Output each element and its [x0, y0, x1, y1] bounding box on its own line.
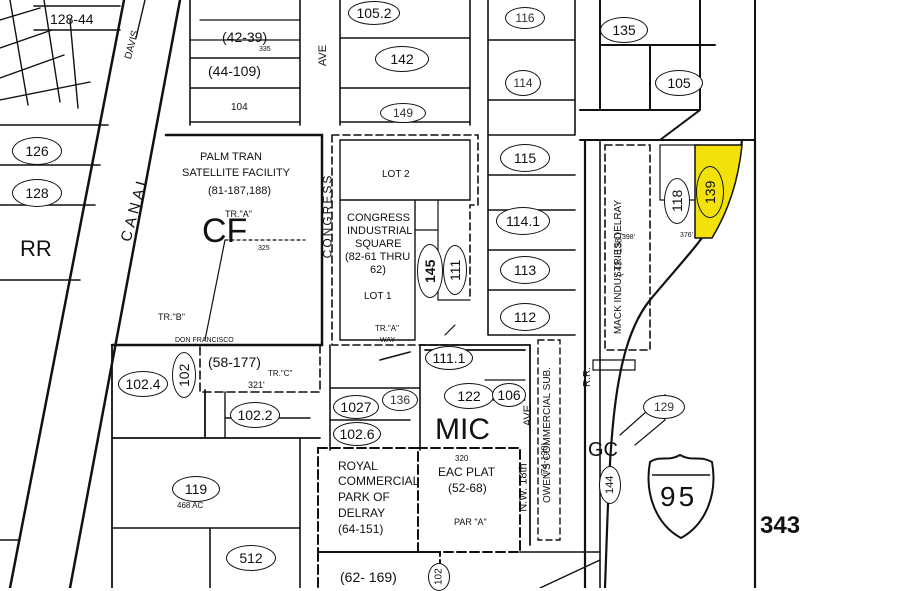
highway-95: 95: [660, 481, 698, 512]
parcel-116: 116: [505, 7, 545, 29]
parcel-128: 128: [12, 179, 62, 207]
royal-l2: COMMERCIAL: [338, 474, 420, 488]
parcel-42-39: (42-39): [222, 29, 268, 45]
parcel-136: 136: [382, 389, 418, 411]
parcel-1027: 1027: [333, 395, 379, 419]
parcel-122: 122: [444, 383, 494, 409]
parcel-106: 106: [492, 383, 526, 407]
dim-398: 398': [622, 234, 636, 241]
parcel-102: 102: [172, 352, 196, 398]
congress-ind-l1: CONGRESS: [347, 212, 410, 224]
parcel-149: 149: [380, 103, 426, 123]
par-a: PAR "A": [454, 517, 487, 527]
parcel-111-1: 111.1: [425, 346, 473, 370]
parcel-102-bottom: 102: [428, 563, 450, 591]
parcel-102-2: 102.2: [230, 402, 280, 428]
parcel-126: 126: [12, 137, 62, 165]
lot-2: LOT 2: [382, 169, 410, 180]
street-don-francisco: DON FRANCISCO: [175, 337, 234, 344]
street-congress: CONGRESS: [320, 173, 335, 259]
street-nw18: N.W. 18th: [517, 463, 530, 512]
tract-b: TR."B": [158, 312, 185, 322]
tract-a-cf: TR."A": [225, 209, 252, 219]
palm-tran-l1: PALM TRAN: [200, 151, 262, 163]
lot-1: LOT 1: [364, 291, 392, 302]
parcel-129: 129: [643, 395, 685, 419]
parcel-119: 119: [172, 476, 220, 502]
parcel-62-169: (62- 169): [340, 569, 397, 585]
parcel-102-6: 102.6: [333, 422, 381, 446]
parcel-144: 144: [599, 466, 621, 504]
street-ave-top: AVE: [317, 44, 330, 67]
parcel-105-2: 105.2: [348, 1, 400, 25]
congress-ind-l2: INDUSTRIAL: [347, 225, 413, 237]
street-rr: R.R.: [582, 367, 593, 387]
street-way: WAY: [380, 337, 396, 344]
parcel-114: 114: [505, 70, 541, 96]
tract-c: TR."C": [268, 369, 293, 378]
parcel-111: 111: [443, 245, 467, 295]
parcel-118: 118: [664, 178, 690, 224]
zone-cf: CF: [202, 212, 248, 250]
parcel-114-1: 114.1: [496, 207, 550, 235]
parcel-115: 115: [500, 144, 550, 172]
parcel-44-109: (44-109): [208, 63, 261, 79]
dim-376: 376': [680, 232, 694, 239]
palm-tran-l2: SATELLITE FACILITY: [182, 167, 290, 179]
palm-tran-l3: (81-187,188): [208, 185, 271, 197]
royal-l4: DELRAY: [338, 506, 386, 520]
zone-mic: MIC: [435, 413, 490, 446]
parcel-113: 113: [500, 256, 550, 284]
owens-label: OWEN'S COMMERCIAL SUB.: [542, 367, 553, 503]
parcel-139: 139: [696, 166, 724, 218]
tract-a-lot: TR."A": [375, 324, 399, 333]
dim-468: 468 AC: [177, 501, 204, 510]
dim-325: 325: [258, 245, 270, 252]
eac-l1: EAC PLAT: [438, 465, 496, 479]
royal-l3: PARK OF: [338, 490, 390, 504]
dim-321: 321': [248, 380, 265, 390]
parcel-135: 135: [600, 17, 648, 43]
zone-gc: GC: [588, 439, 618, 461]
parcel-145: 145: [417, 244, 443, 298]
owens-ref: (74-130): [539, 442, 550, 477]
dim-320: 320: [455, 454, 469, 463]
parcel-58-177: (58-177): [208, 354, 261, 370]
parcel-102-4: 102.4: [118, 371, 168, 397]
zone-rr: RR: [20, 236, 52, 261]
page-number: 343: [760, 512, 801, 539]
congress-ind-l4: (82-61 THRU: [345, 251, 411, 263]
parcel-105: 105: [655, 70, 703, 96]
dim-335: 335: [259, 46, 271, 53]
parcel-104: 104: [231, 102, 248, 113]
parcel-112: 112: [500, 303, 550, 331]
royal-l1: ROYAL: [338, 459, 378, 473]
parcel-512: 512: [226, 545, 276, 571]
parcel-128-44: 128-44: [50, 11, 94, 27]
congress-ind-l5: 62): [370, 264, 386, 276]
royal-l5: (64-151): [338, 522, 384, 536]
congress-ind-l3: SQUARE: [355, 238, 402, 250]
parcel-142: 142: [375, 46, 429, 72]
eac-l2: (52-68): [448, 481, 487, 495]
street-ave-18th: AVE: [522, 404, 535, 427]
